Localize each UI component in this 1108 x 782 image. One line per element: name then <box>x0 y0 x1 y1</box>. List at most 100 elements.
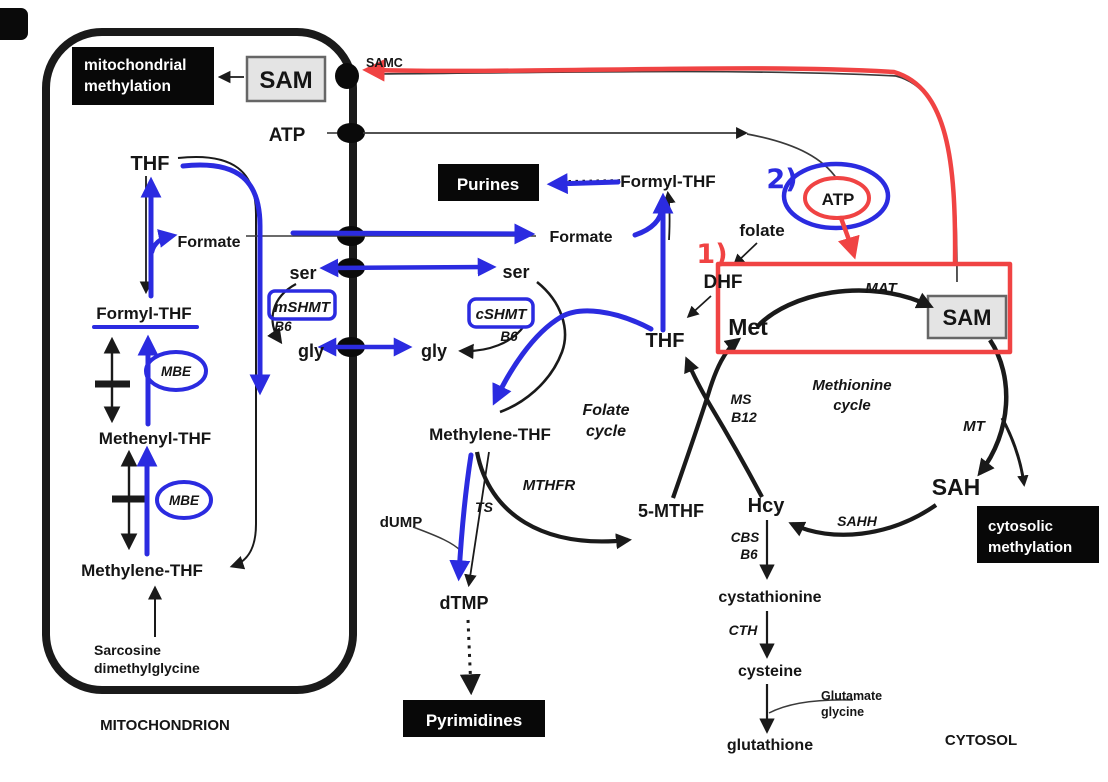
arrow-mt-to-cytosolic-methylation <box>1000 417 1029 487</box>
arrow-thf-to-formyl-cytosol <box>663 190 676 241</box>
handwritten-note-2: 2) <box>766 164 797 195</box>
cytosolic-methylation-box <box>977 506 1099 563</box>
arc-ms-5mthf-to-met <box>671 337 742 499</box>
cbs-b6-label: B6 <box>740 547 758 562</box>
sam-label-mito: SAM <box>259 67 312 94</box>
ser-label-cytosol: ser <box>502 262 529 282</box>
mito-methylation-label-line2: methylation <box>84 78 171 95</box>
formyl-thf-label-cytosol: Formyl-THF <box>620 172 715 191</box>
sam-box-cytosol <box>926 294 1008 340</box>
dotted-arrow-dtmp-to-pyrimidines <box>459 619 481 696</box>
blue-box-cshmt <box>467 297 535 329</box>
atp-transporter-channel <box>337 123 365 143</box>
arc-mthfr-methylene-to-5mthf <box>474 451 632 550</box>
atp-label-mito: ATP <box>269 125 306 146</box>
blue-arrow-formyl-to-purines <box>546 173 621 195</box>
sarcosine-label-line2: dimethylglycine <box>94 660 200 676</box>
mitochondrial-methylation-box <box>72 47 214 105</box>
blue-arrow-ts-to-dtmp <box>449 452 474 582</box>
formate-label-cytosol: Formate <box>549 229 612 246</box>
cytosolic-methylation-label-line2: methylation <box>988 539 1072 556</box>
ser-label-mito: ser <box>289 263 316 283</box>
blue-oval-mbe-lower <box>155 480 213 520</box>
blue-arrow-thf-down <box>180 162 271 396</box>
five-mthf-label: 5-MTHF <box>638 501 704 521</box>
cystathionine-label: cystathionine <box>718 589 821 606</box>
gly-label-mito: gly <box>298 341 324 361</box>
arc-mt-sam-to-sah <box>977 338 1009 477</box>
dtmp-label: dTMP <box>440 593 489 613</box>
arrow-folate-to-dhf <box>732 242 758 267</box>
formate-label-mito: Formate <box>177 234 240 251</box>
arrow-ts-to-dtmp <box>464 451 490 588</box>
pyrimidines-box <box>403 700 545 737</box>
samc-label: SAMC <box>366 56 403 70</box>
red-box-met-mat-sam <box>715 261 1013 355</box>
glutathione-label: glutathione <box>727 737 813 754</box>
methylene-thf-label-mito: Methylene-THF <box>81 561 203 580</box>
mbe-label-lower: MBE <box>169 493 200 508</box>
gly-label-cytosol: gly <box>421 341 447 361</box>
b12-label: B12 <box>731 409 757 425</box>
red-arrow-sam-to-samc <box>362 59 958 265</box>
blue-arrow-ser-shuttle <box>319 257 497 278</box>
blue-curve-formate-to-formyl <box>632 205 665 238</box>
cth-label: CTH <box>729 622 759 638</box>
corner-artifact <box>0 8 28 40</box>
dump-label: dUMP <box>380 514 423 531</box>
ms-label: MS <box>731 391 753 407</box>
mito-methylation-label-line1: mitochondrial <box>84 57 186 74</box>
mshmt-b6-label: B6 <box>274 319 292 334</box>
blue-box-mshmt <box>267 289 337 321</box>
pyrimidines-label: Pyrimidines <box>426 711 522 730</box>
mbe-label-upper: MBE <box>161 364 192 379</box>
red-arrow-atp-to-mat <box>838 215 860 260</box>
sah-label: SAH <box>932 474 981 500</box>
met-label: Met <box>728 314 768 340</box>
thf-label-mito: THF <box>131 153 170 175</box>
folate-label: folate <box>739 221 784 240</box>
cshmt-label: cSHMT <box>476 306 529 323</box>
mitochondrion-compartment-label: MITOCHONDRION <box>100 717 230 734</box>
methionine-cycle-label-line1: Methionine <box>812 377 891 394</box>
arc-sahh-sah-to-hcy <box>788 503 938 537</box>
arc-mshmt-ser-to-gly <box>267 283 297 345</box>
methylene-thf-label-cytosol: Methylene-THF <box>429 425 551 444</box>
sahh-label: SAHH <box>837 513 878 529</box>
purines-box <box>438 164 539 201</box>
purines-label: Purines <box>457 175 519 194</box>
cysteine-label: cysteine <box>738 663 802 680</box>
mat-label: MAT <box>865 280 898 297</box>
thf-label-cytosol: THF <box>646 330 685 352</box>
sarcosine-label-line1: Sarcosine <box>94 642 161 658</box>
arc-mat-met-to-sam <box>755 288 934 329</box>
blue-arrow-thf-to-methylene-cytosol <box>492 308 654 406</box>
cytosol-compartment-label: CYTOSOL <box>945 732 1017 749</box>
glycine-label: glycine <box>821 705 864 719</box>
glutamate-label: Glutamate <box>821 689 882 703</box>
handwritten-note-1: 1) <box>696 239 727 270</box>
formyl-thf-label-mito: Formyl-THF <box>96 304 191 323</box>
atp-label-circled: ATP <box>822 190 855 209</box>
line-atp-to-mat <box>746 133 838 180</box>
mt-label: MT <box>963 418 986 435</box>
arrow-dhf-to-thf <box>686 295 712 319</box>
mitochondrion-membrane <box>42 28 357 694</box>
sam-label-cytosol: SAM <box>943 305 992 330</box>
methionine-cycle-label-line2: cycle <box>833 397 871 414</box>
red-oval-around-atp <box>803 176 871 220</box>
ts-label: TS <box>475 499 494 515</box>
samc-transporter-channel <box>335 63 359 89</box>
folate-cycle-label-line2: cycle <box>586 423 626 440</box>
methenyl-thf-label: Methenyl-THF <box>99 429 211 448</box>
mthfr-label: MTHFR <box>523 477 576 494</box>
arrow-thf-to-methylene-mito <box>177 156 257 570</box>
arrow-cshmt-to-gly <box>458 325 525 360</box>
dhf-label: DHF <box>703 272 742 293</box>
arc-hcy-to-thf <box>684 356 764 498</box>
blue-oval-around-atp <box>781 161 891 231</box>
arc-cshmt-ser-to-methylene <box>499 280 567 414</box>
cytosolic-methylation-label-line1: cytosolic <box>988 518 1053 535</box>
